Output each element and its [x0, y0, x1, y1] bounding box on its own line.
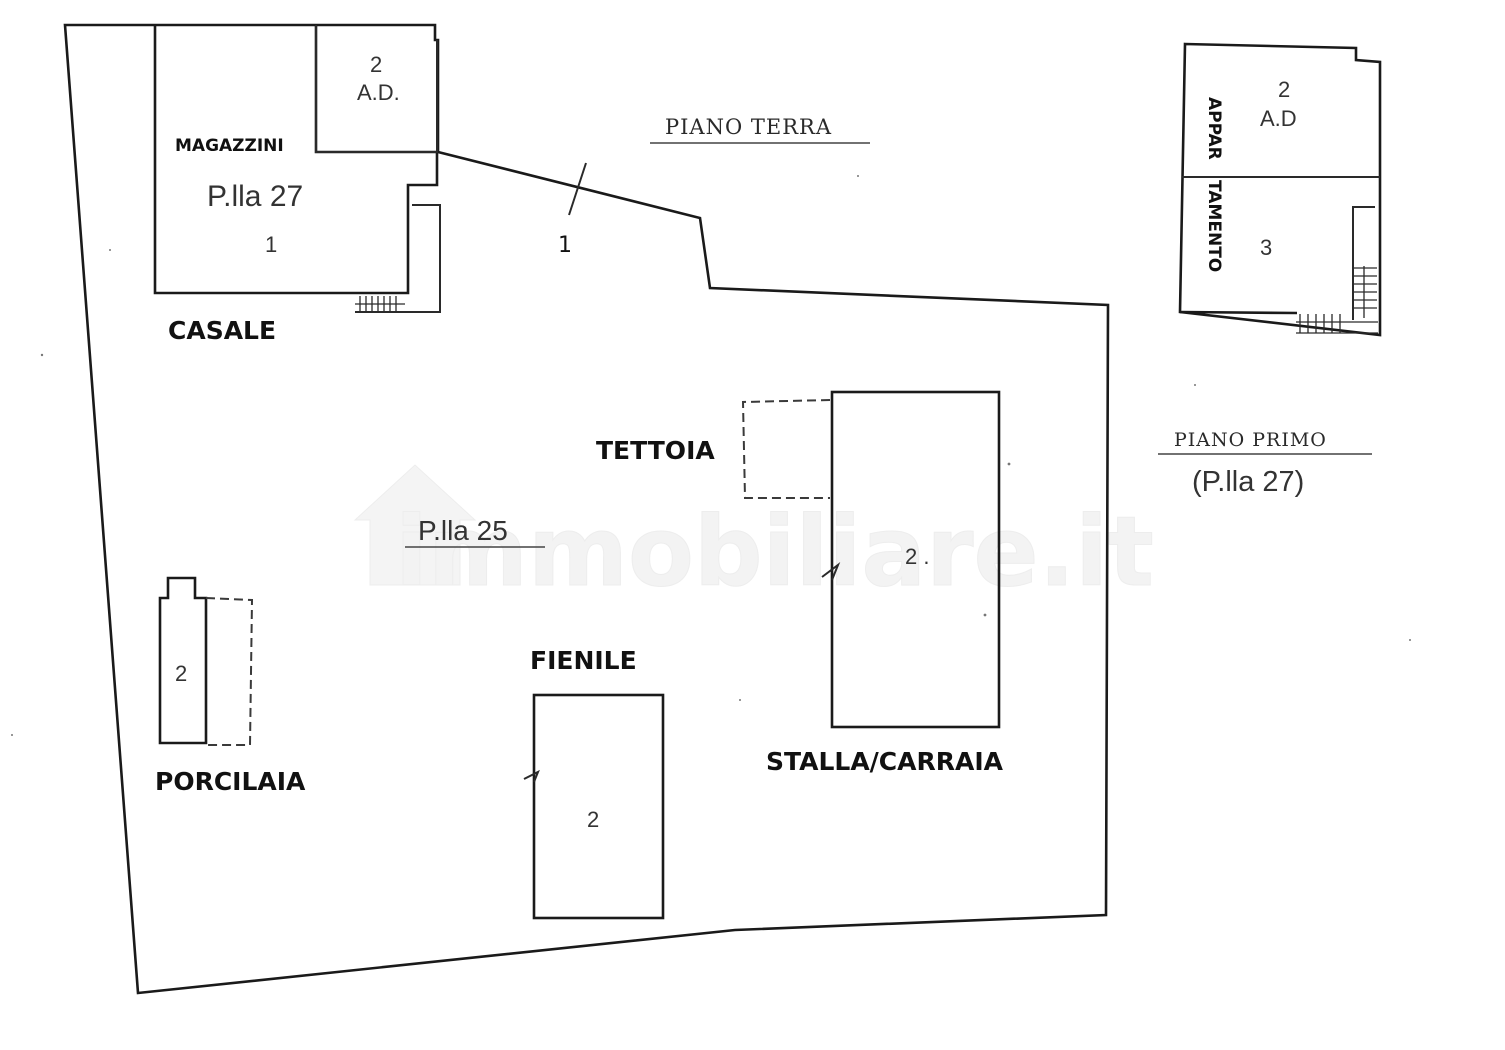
tettoia-label: TETTOIA	[596, 436, 715, 465]
parcel-27-label: P.lla 27	[207, 180, 303, 213]
watermark-text: immobiliare.it	[395, 496, 1154, 608]
first-floor-apartment: 2 A.D 3 APPAR TAMENTO	[1178, 42, 1382, 337]
watermark: immobiliare.it	[353, 464, 1154, 609]
stair-enclosure	[1352, 206, 1375, 320]
apartment-label-bottom: TAMENTO	[1204, 180, 1224, 272]
casale-label: CASALE	[168, 316, 276, 345]
ad-room-outline	[315, 25, 438, 153]
casale-steps-icon	[355, 296, 405, 312]
courtyard-number: 1	[558, 233, 572, 258]
courtyard-tick	[568, 162, 587, 216]
house-watermark-icon	[353, 464, 477, 586]
stalla-number: 2 .	[905, 544, 929, 569]
lot-boundary	[63, 23, 1110, 995]
stalla-carraia-outline	[830, 390, 1001, 729]
casale-room-number: 1	[265, 232, 277, 257]
ground-floor-title: PIANO TERRA	[665, 115, 832, 139]
external-staircase-icon	[1296, 314, 1378, 334]
ad-room-abbr: A.D.	[357, 80, 400, 105]
casale-side-passage	[355, 204, 441, 313]
fienile-label: FIENILE	[530, 646, 637, 675]
stalla-carraia-label: STALLA/CARRAIA	[766, 747, 1004, 776]
fienile-number: 2	[587, 807, 599, 832]
first-floor-room-2-abbr: A.D	[1260, 106, 1297, 131]
internal-staircase-icon	[1352, 266, 1377, 318]
ad-room-number: 2	[370, 52, 382, 77]
porcilaia-label: PORCILAIA	[155, 767, 306, 796]
first-floor-room-3-number: 3	[1260, 235, 1272, 260]
tettoia-outline	[741, 399, 831, 499]
first-floor-title: PIANO PRIMO	[1174, 429, 1327, 451]
casale-block: 2 A.D. MAGAZZINI P.lla 27 1 CASALE	[153, 25, 441, 345]
apartment-label-top: APPAR	[1204, 97, 1224, 160]
scan-noise	[11, 175, 1411, 736]
porcilaia-number: 2	[175, 661, 187, 686]
fienile-outline	[532, 693, 665, 920]
first-floor-room-2-number: 2	[1278, 77, 1290, 102]
porcilaia-annex-outline	[205, 597, 254, 746]
first-floor-parcel: (P.lla 27)	[1192, 466, 1304, 498]
casale-outline	[153, 25, 439, 295]
stalla-door-icon	[821, 562, 841, 581]
parcel-25-label: P.lla 25	[418, 515, 508, 546]
fienile-door-icon	[523, 769, 540, 783]
magazzini-label: MAGAZZINI	[175, 136, 284, 156]
apartment-outline-bottom	[1179, 310, 1298, 315]
